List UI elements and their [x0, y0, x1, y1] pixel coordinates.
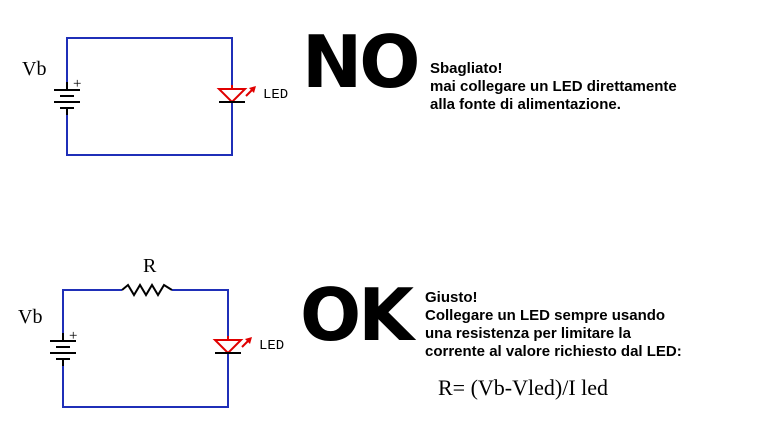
message-wrong-line-3: alla fonte di alimentazione.	[430, 96, 621, 113]
led-label-bottom: LED	[259, 338, 284, 354]
message-correct-line-3: una resistenza per limitare la	[425, 325, 631, 342]
message-correct-line-1: Giusto!	[425, 289, 478, 306]
led-label-top: LED	[263, 87, 288, 103]
battery-label-bottom: Vb	[18, 306, 42, 328]
wire-loop-bottom	[62, 289, 229, 408]
led-top	[216, 85, 256, 104]
verdict-no: NO	[302, 20, 420, 104]
verdict-ok: OK	[300, 273, 414, 357]
wire-loop-top	[66, 37, 233, 156]
battery-top	[54, 82, 80, 115]
message-correct: Giusto! Collegare un LED sempre usando u…	[425, 289, 682, 361]
battery-label-top: Vb	[22, 58, 46, 80]
led-bottom	[212, 336, 252, 355]
resistor-formula: R= (Vb-Vled)/I led	[438, 375, 609, 400]
resistor-label: R	[143, 255, 157, 277]
message-wrong: Sbagliato! mai collegare un LED direttam…	[430, 60, 677, 114]
message-wrong-line-2: mai collegare un LED direttamente	[430, 78, 677, 95]
circuit-top: Vb + LED	[22, 37, 288, 156]
battery-bottom	[50, 333, 76, 366]
circuit-bottom: R Vb + LED	[18, 255, 284, 408]
message-correct-line-4: corrente al valore richiesto dal LED:	[425, 343, 682, 360]
polarity-plus-bottom: +	[69, 328, 77, 344]
polarity-plus-top: +	[73, 76, 81, 92]
message-wrong-line-1: Sbagliato!	[430, 60, 503, 77]
resistor-bottom	[121, 283, 173, 297]
message-correct-line-2: Collegare un LED sempre usando	[425, 307, 666, 324]
